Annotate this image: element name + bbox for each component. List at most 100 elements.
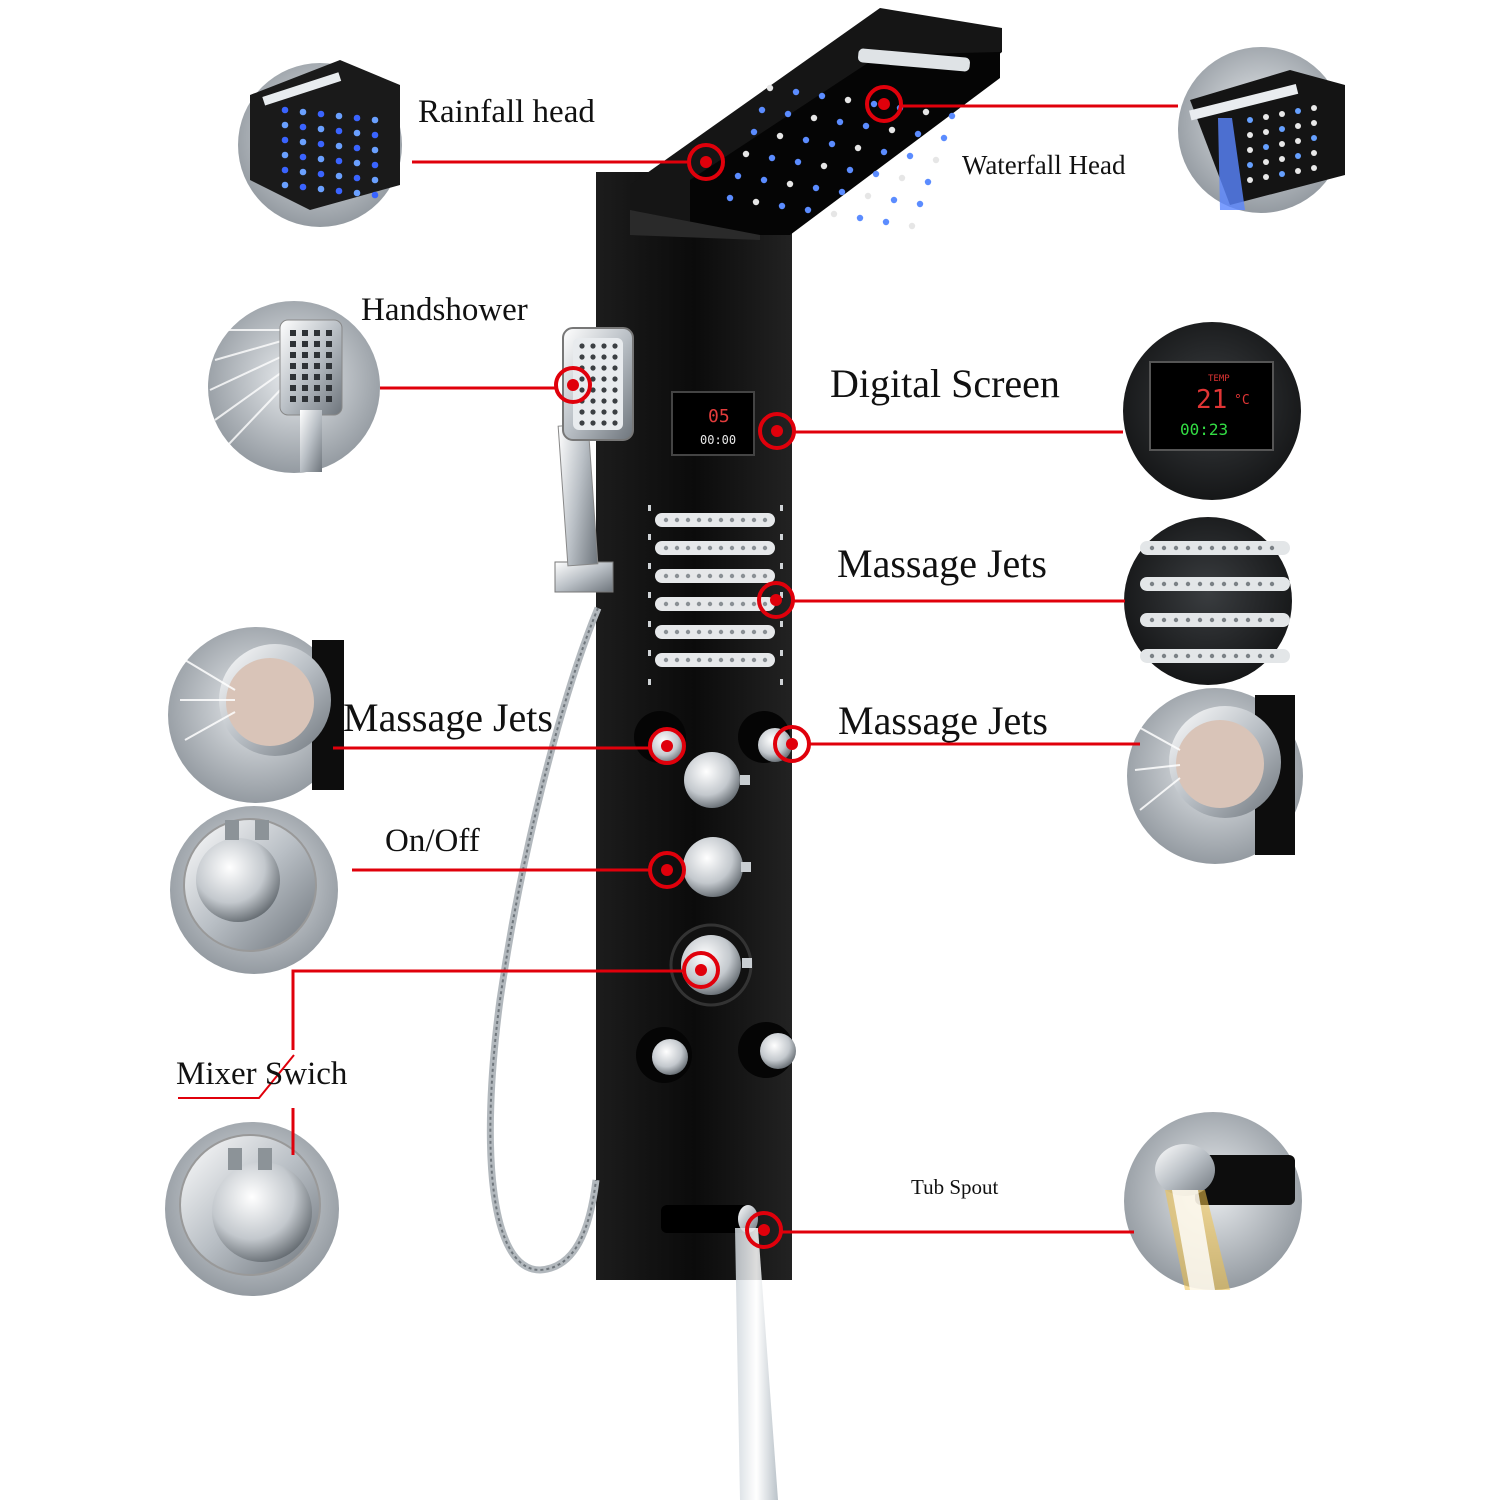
zoom-screen-timer: 00:23 [1180,420,1228,439]
jet-nozzle [718,573,724,579]
rain-nozzle [742,150,750,158]
zoom-rain-led [371,116,379,124]
rain-nozzle [844,96,852,104]
panel-display-time-bottom: 00:00 [700,433,736,447]
rain-nozzle [948,112,956,120]
edge-dot [780,505,783,511]
zoom-body-jet-right [1127,688,1303,864]
hand-nozzle [612,420,618,426]
zoom-hand-nozzle [302,363,308,369]
jet-nozzle [718,657,724,663]
label-rainfall-head: Rainfall head [418,94,595,130]
jet-nozzle [674,517,680,523]
hand-nozzle [579,376,585,382]
zoom-rain-led [335,142,343,150]
zoom-rain-led [353,144,361,152]
callout-markers [554,85,903,1249]
zoom-hand-nozzle [302,330,308,336]
zoom-hand-nozzle [302,374,308,380]
jet-nozzle [751,657,757,663]
edge-dot [780,650,783,656]
hand-nozzle [601,354,607,360]
zoom-fall-nozzle [1279,126,1285,132]
zoom-jet-nozzle [1149,617,1155,623]
zoom-hand-nozzle [302,352,308,358]
jet-nozzle [674,601,680,607]
zoom-rain-led [299,168,307,176]
zoom-rain-led [317,125,325,133]
jet-bar [655,625,775,639]
label-handshower: Handshower [361,292,528,328]
rain-nozzle [758,106,766,114]
zoom-rain-led [317,110,325,118]
lower-jet-left [636,1027,692,1083]
zoom-jet-nozzle [1185,653,1191,659]
hand-nozzle [590,365,596,371]
zoom-hand-nozzle [326,396,332,402]
zoom-jet-nozzle [1233,617,1239,623]
zoom-fall-nozzle [1311,120,1317,126]
rain-head-side [630,210,760,240]
rain-nozzle [734,172,742,180]
jet-nozzle [740,545,746,551]
zoom-jet-nozzle [1149,545,1155,551]
zoom-rain-led [371,131,379,139]
rain-nozzle [752,198,760,206]
zoom-handshower [208,301,380,473]
zoom-fall-nozzle [1295,153,1301,159]
rain-nozzle [818,92,826,100]
zoom-fall-nozzle [1279,171,1285,177]
rain-nozzle [820,162,828,170]
jet-nozzle [751,573,757,579]
hand-nozzle [601,387,607,393]
marker-on-off [648,851,686,889]
shower-panel: 05 00:00 [596,8,1002,1500]
rain-nozzle [804,206,812,214]
rain-nozzle [872,170,880,178]
zoom-hand-nozzle [326,363,332,369]
edge-dot [780,534,783,540]
jet-nozzle [696,629,702,635]
jet-nozzle [707,517,713,523]
label-massage-jets-left: Massage Jets [343,695,553,740]
jet-nozzle [707,545,713,551]
zoom-fall-nozzle [1279,141,1285,147]
zoom-jet-nozzle [1209,581,1215,587]
jet-bar [655,569,775,583]
zoom-jet-nozzle [1173,617,1179,623]
zoom-fall-nozzle [1311,105,1317,111]
zoom-rain-led [281,151,289,159]
edge-dot [648,679,651,685]
jet-nozzle [685,545,691,551]
hand-nozzle [612,354,618,360]
jet-nozzle [718,545,724,551]
zoom-hand-nozzle [290,374,296,380]
zoom-rain-led [299,183,307,191]
zoom-jet-nozzle [1233,545,1239,551]
zoom-fall-nozzle [1247,132,1253,138]
zoom-rain-led [371,161,379,169]
zoom-fall-nozzle [1295,123,1301,129]
zoom-fall-nozzle [1311,165,1317,171]
spout-water [735,1228,778,1500]
zoom-hand-nozzle [314,374,320,380]
jet-bar [655,541,775,555]
zoom-rain-led [317,185,325,193]
zoom-rain-led [281,121,289,129]
zoom-jet-nozzle [1269,581,1275,587]
zoom-rain-led [299,123,307,131]
panel-edge-dots [648,505,783,685]
zoom-jet-nozzle [1269,653,1275,659]
zoom-jet-nozzle [1173,581,1179,587]
zoom-fall-nozzle [1247,177,1253,183]
zoom-hand-nozzle [314,385,320,391]
zoom-fall-nozzle [1279,156,1285,162]
zoom-screen-temp-unit: °C [1234,393,1250,408]
edge-dot [780,679,783,685]
jet-nozzle [674,657,680,663]
hand-nozzle [612,409,618,415]
handshower-handle [557,423,599,567]
jet-nozzle [729,601,735,607]
zoom-waterfall-head [1178,47,1345,213]
